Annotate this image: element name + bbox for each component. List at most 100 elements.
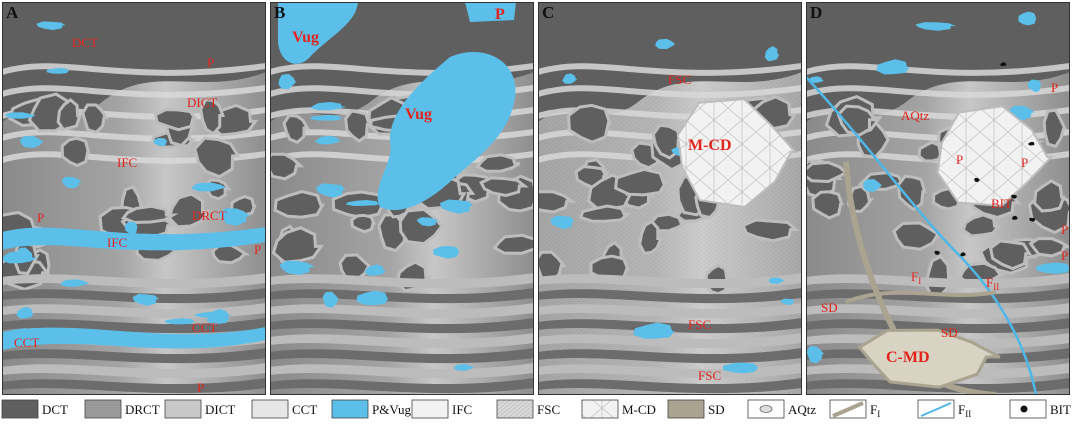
clast xyxy=(892,221,946,251)
pore xyxy=(310,102,347,111)
label-mcd: M-CD xyxy=(688,137,732,154)
fracture-f2 xyxy=(806,76,1038,395)
legend-label: AQtz xyxy=(788,402,816,417)
pore xyxy=(36,21,66,30)
bitumen xyxy=(974,177,980,182)
legend-label: IFC xyxy=(452,402,472,417)
pore xyxy=(562,73,578,84)
lamina xyxy=(538,303,802,319)
clast xyxy=(60,136,91,168)
dict-swatch xyxy=(164,399,202,419)
panel-letter: B xyxy=(274,3,285,22)
clast xyxy=(211,243,251,265)
clast xyxy=(270,152,305,181)
drct-swatch xyxy=(84,399,122,419)
cement-band xyxy=(2,129,266,142)
legend-item-dct: DCT xyxy=(1,399,68,419)
pore xyxy=(191,182,227,192)
lamina xyxy=(2,288,266,304)
pore xyxy=(5,112,37,119)
legend-item-fsc: FSC xyxy=(496,399,560,419)
cement-band xyxy=(2,63,266,76)
clast xyxy=(613,167,669,197)
pore xyxy=(1018,11,1037,26)
pore xyxy=(723,362,759,374)
pore-band xyxy=(2,227,266,251)
label-fsc1: FSC xyxy=(668,72,691,87)
panel-c: C FSC M-CD FSC FSC xyxy=(538,2,802,395)
pore xyxy=(46,67,70,74)
label-p: P xyxy=(495,6,505,23)
pore xyxy=(454,364,475,371)
vug xyxy=(465,2,516,22)
clast xyxy=(56,97,82,132)
legend-label: FSC xyxy=(537,402,560,417)
cement-band xyxy=(538,63,802,76)
label-fsc3: FSC xyxy=(698,368,721,383)
pore xyxy=(61,176,82,189)
panel-frame xyxy=(538,2,802,395)
cement-band xyxy=(2,85,266,98)
lamina xyxy=(270,273,534,289)
clast xyxy=(806,160,848,184)
legend-label: FI xyxy=(870,402,880,419)
clast xyxy=(1042,108,1067,149)
lamina xyxy=(538,288,802,304)
pore xyxy=(60,279,90,287)
pore xyxy=(806,346,825,364)
label-p1: P xyxy=(207,55,214,70)
legend-label: FII xyxy=(958,402,971,419)
pore xyxy=(1027,79,1042,93)
label-f2-sub: II xyxy=(993,282,999,292)
pore xyxy=(364,264,386,276)
bit-swatch xyxy=(1009,399,1047,419)
bitumen xyxy=(960,252,967,257)
sd-swatch xyxy=(667,399,705,419)
lamina xyxy=(2,348,266,364)
pore xyxy=(132,293,159,306)
m-cd-crystals xyxy=(676,98,798,209)
pore xyxy=(1036,262,1070,274)
clast xyxy=(567,103,612,144)
clast xyxy=(1033,179,1066,213)
clast xyxy=(1028,236,1070,258)
lamina xyxy=(538,273,802,289)
bitumen xyxy=(1028,141,1035,146)
pore xyxy=(194,311,233,318)
vug xyxy=(278,2,358,64)
pore xyxy=(764,46,780,62)
label-sd2: SD xyxy=(941,325,958,340)
lamina xyxy=(270,318,534,334)
label-p2: P xyxy=(37,210,44,225)
lamina xyxy=(538,333,802,349)
lamina xyxy=(270,348,534,364)
label-drct: DRCT xyxy=(192,208,227,223)
pore-vug-swatch xyxy=(331,399,369,419)
pore xyxy=(165,318,195,325)
lamina xyxy=(270,333,534,349)
label-cct2: CCT xyxy=(14,335,39,350)
clast xyxy=(578,204,632,223)
label-p5: P xyxy=(1061,248,1068,263)
label-ifc1: IFC xyxy=(117,155,137,170)
clast xyxy=(193,136,241,179)
lamina xyxy=(538,348,802,364)
legend-label: CCT xyxy=(292,402,317,417)
panel-letter: C xyxy=(542,3,554,22)
vug xyxy=(377,51,516,211)
label-p3: P xyxy=(1021,155,1028,170)
clast xyxy=(199,98,226,136)
label-fsc2: FSC xyxy=(688,317,711,332)
clast xyxy=(988,239,1032,271)
pore xyxy=(433,245,460,259)
clast xyxy=(273,190,326,219)
cement-band xyxy=(538,85,802,98)
saddle-dolomite xyxy=(857,328,1001,389)
label-cmd: C-MD xyxy=(886,349,930,366)
lamina xyxy=(270,303,534,319)
pore xyxy=(439,199,474,214)
label-p4: P xyxy=(1061,222,1068,237)
clast xyxy=(741,218,800,243)
clast xyxy=(492,233,534,255)
